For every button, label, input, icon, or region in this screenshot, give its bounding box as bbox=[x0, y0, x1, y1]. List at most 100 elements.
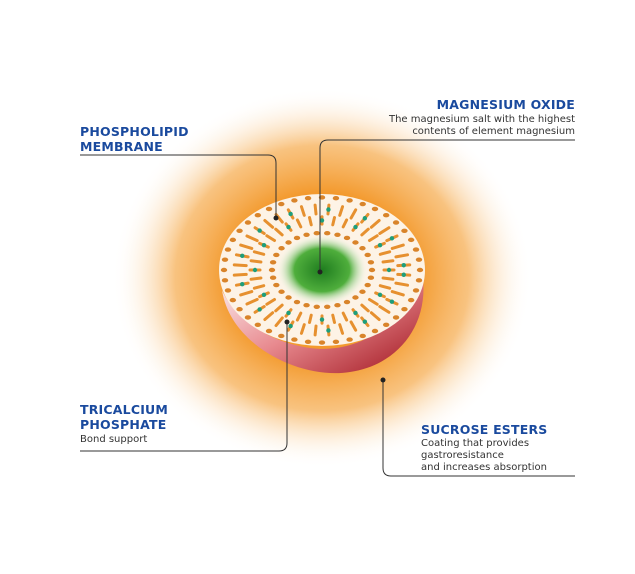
calcium-phosphate-marker bbox=[386, 267, 392, 273]
red-shell bbox=[222, 262, 424, 374]
lipid-head bbox=[278, 289, 285, 294]
lipid-tail bbox=[249, 276, 263, 281]
tricalcium-title-1: TRICALCIUM bbox=[80, 402, 169, 417]
lipid-tail bbox=[378, 226, 391, 235]
sucrose-desc-1: Coating that provides bbox=[421, 438, 530, 449]
lipid-tail bbox=[369, 218, 381, 229]
lipid-head bbox=[332, 339, 340, 344]
lipid-head bbox=[382, 212, 390, 218]
calcium-phosphate-marker bbox=[240, 281, 245, 287]
lipid-head bbox=[382, 322, 390, 328]
lipid-head bbox=[221, 257, 229, 262]
lipid-head bbox=[229, 297, 237, 303]
lipid-tail bbox=[295, 311, 303, 322]
magnesium-dot bbox=[317, 269, 323, 275]
lipid-head bbox=[229, 237, 237, 243]
lipid-tail bbox=[369, 311, 381, 322]
lipid-head bbox=[401, 228, 408, 233]
calcium-phosphate-marker bbox=[257, 228, 262, 233]
tricalcium-label: TRICALCIUM PHOSPHATE Bond support bbox=[80, 402, 168, 446]
lipid-head bbox=[236, 228, 243, 233]
lipid-tail bbox=[263, 311, 275, 322]
lipid-head bbox=[265, 206, 273, 212]
lipid-head bbox=[318, 340, 326, 345]
calcium-phosphate-marker bbox=[377, 292, 383, 297]
lipid-head bbox=[221, 278, 229, 283]
calcium-phosphate-marker bbox=[353, 224, 358, 230]
lipid-tail bbox=[299, 323, 306, 335]
lipid-head bbox=[364, 282, 371, 288]
magnesium-label: MAGNESIUM OXIDE The magnesium salt with … bbox=[389, 97, 575, 138]
lipid-tail bbox=[338, 205, 345, 217]
lipid-head bbox=[392, 315, 400, 320]
lipid-head bbox=[412, 288, 420, 293]
lipid-tail bbox=[239, 243, 254, 250]
lipid-head bbox=[236, 307, 243, 312]
sucrose-desc-2: gastroresistance bbox=[421, 450, 504, 461]
lipid-head bbox=[407, 237, 415, 243]
calcium-phosphate-marker bbox=[362, 216, 368, 221]
magnesium-core bbox=[276, 234, 368, 306]
lipid-head bbox=[291, 337, 298, 342]
tricalcium-dot bbox=[284, 319, 290, 325]
lipid-head bbox=[278, 333, 285, 339]
lipid-tail bbox=[360, 303, 370, 313]
lipid-tail bbox=[263, 218, 275, 229]
sucrose-desc-3: and increases absorption bbox=[421, 462, 547, 473]
sucrose-label: SUCROSE ESTERS Coating that provides gas… bbox=[421, 422, 548, 474]
phospholipid-leader bbox=[80, 154, 277, 218]
lipid-tail bbox=[341, 218, 349, 229]
lipid-tail bbox=[245, 234, 259, 243]
tricalcium-desc: Bond support bbox=[80, 434, 148, 445]
lipid-head bbox=[415, 278, 423, 283]
lipid-head bbox=[285, 295, 292, 300]
calcium-phosphate-marker bbox=[288, 211, 293, 217]
lipid-tail bbox=[331, 313, 337, 324]
lipid-tail bbox=[307, 216, 313, 227]
sucrose-title: SUCROSE ESTERS bbox=[421, 422, 548, 437]
lipid-tail bbox=[245, 297, 259, 306]
lipid-head bbox=[285, 240, 292, 245]
magnesium-leader bbox=[319, 139, 575, 272]
tricalcium-leader bbox=[80, 322, 288, 452]
phospholipid-label: PHOSPHOLIPID MEMBRANE bbox=[80, 124, 189, 154]
lipid-head bbox=[254, 322, 262, 328]
lipid-tail bbox=[239, 290, 254, 297]
magnesium-title: MAGNESIUM OXIDE bbox=[436, 97, 575, 112]
lipid-tail bbox=[331, 216, 337, 227]
lipid-head bbox=[367, 260, 375, 265]
lipid-head bbox=[346, 198, 353, 203]
lipid-tail bbox=[265, 297, 277, 306]
lipid-head bbox=[371, 328, 379, 334]
lipid-head bbox=[254, 212, 262, 218]
lipid-head bbox=[371, 206, 379, 212]
lipid-tail bbox=[232, 272, 248, 277]
lipid-tail bbox=[274, 227, 284, 237]
lipid-tail bbox=[232, 263, 248, 268]
lipid-head bbox=[415, 257, 423, 262]
lipid-tail bbox=[265, 234, 277, 243]
lipid-head bbox=[278, 246, 285, 251]
lipid-tail bbox=[367, 297, 379, 306]
lipid-head bbox=[407, 297, 415, 303]
lipid-head bbox=[304, 339, 312, 344]
lipid-head bbox=[244, 315, 252, 320]
lipid-tail bbox=[252, 284, 266, 290]
lipid-tail bbox=[378, 284, 392, 290]
lipid-tail bbox=[313, 324, 318, 337]
lipid-tail bbox=[349, 208, 358, 220]
lipid-head bbox=[224, 247, 232, 252]
lipid-head bbox=[368, 267, 376, 273]
calcium-phosphate-marker bbox=[319, 317, 325, 322]
lipid-tail bbox=[381, 276, 395, 281]
sucrose-dot bbox=[380, 377, 386, 383]
lipid-head bbox=[220, 267, 228, 273]
calcium-phosphate-marker bbox=[252, 267, 258, 273]
calcium-phosphate-marker bbox=[286, 310, 291, 316]
calcium-phosphate-marker bbox=[389, 236, 395, 241]
lipid-tail bbox=[378, 305, 391, 314]
lipid-tail bbox=[360, 227, 370, 237]
lipid-tail bbox=[249, 259, 263, 264]
lipid-head bbox=[412, 247, 420, 252]
